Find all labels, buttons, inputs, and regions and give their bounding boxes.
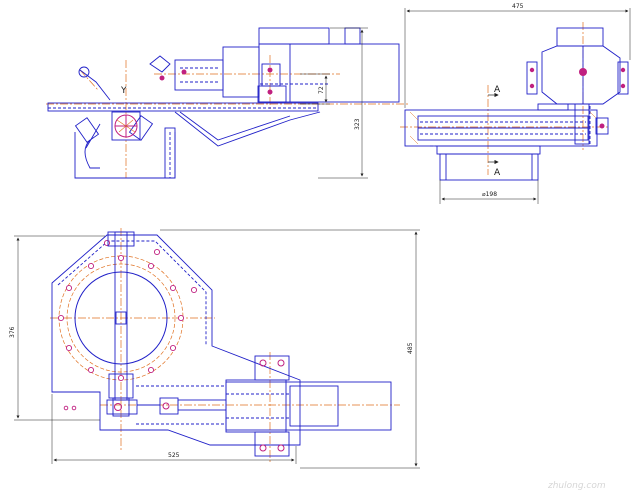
side-view-section-label-top: A xyxy=(494,85,501,95)
front-view-bolts xyxy=(159,67,273,95)
top-view-centerlines xyxy=(50,228,400,462)
front-view-offset-dim: 72 xyxy=(318,86,325,94)
side-view-centerlines xyxy=(400,22,610,175)
top-view-height-left-dim: 376 xyxy=(9,326,16,338)
side-view-body xyxy=(404,27,629,181)
front-view-clamp xyxy=(257,63,287,103)
top-view-dimensions xyxy=(14,229,420,469)
side-view-bolts xyxy=(529,67,626,129)
side-view-section-markers xyxy=(488,92,499,165)
side-view-width-dim: 475 xyxy=(512,3,524,10)
side-view-dimensions xyxy=(404,8,631,204)
front-view-disc-hatch xyxy=(116,119,136,133)
side-view: A A 475 ⌀198 xyxy=(400,3,631,204)
top-view-actuator xyxy=(106,355,392,457)
side-view-diameter-dim: ⌀198 xyxy=(482,191,497,198)
top-view: 376 485 525 xyxy=(9,228,420,469)
top-view-width-dim: 525 xyxy=(168,452,180,459)
top-view-bore xyxy=(74,271,168,365)
front-view-arms xyxy=(74,55,171,149)
front-view-axis-label: Y xyxy=(120,86,127,96)
side-view-section-label-bottom: A xyxy=(494,168,501,178)
front-view-height-dim: 323 xyxy=(354,118,361,130)
top-view-height-right-dim: 485 xyxy=(407,342,414,354)
front-view-centerlines xyxy=(46,55,410,178)
front-view-housing xyxy=(47,27,400,179)
top-view-base-plate xyxy=(51,234,301,446)
side-view-hatch xyxy=(409,111,597,145)
front-view: Y 323 72 xyxy=(46,27,410,179)
front-view-dimensions xyxy=(300,27,368,179)
watermark: zhulong.com xyxy=(547,481,606,491)
top-view-clamp-bolts xyxy=(114,359,285,452)
top-view-bolt-holes xyxy=(57,239,198,411)
